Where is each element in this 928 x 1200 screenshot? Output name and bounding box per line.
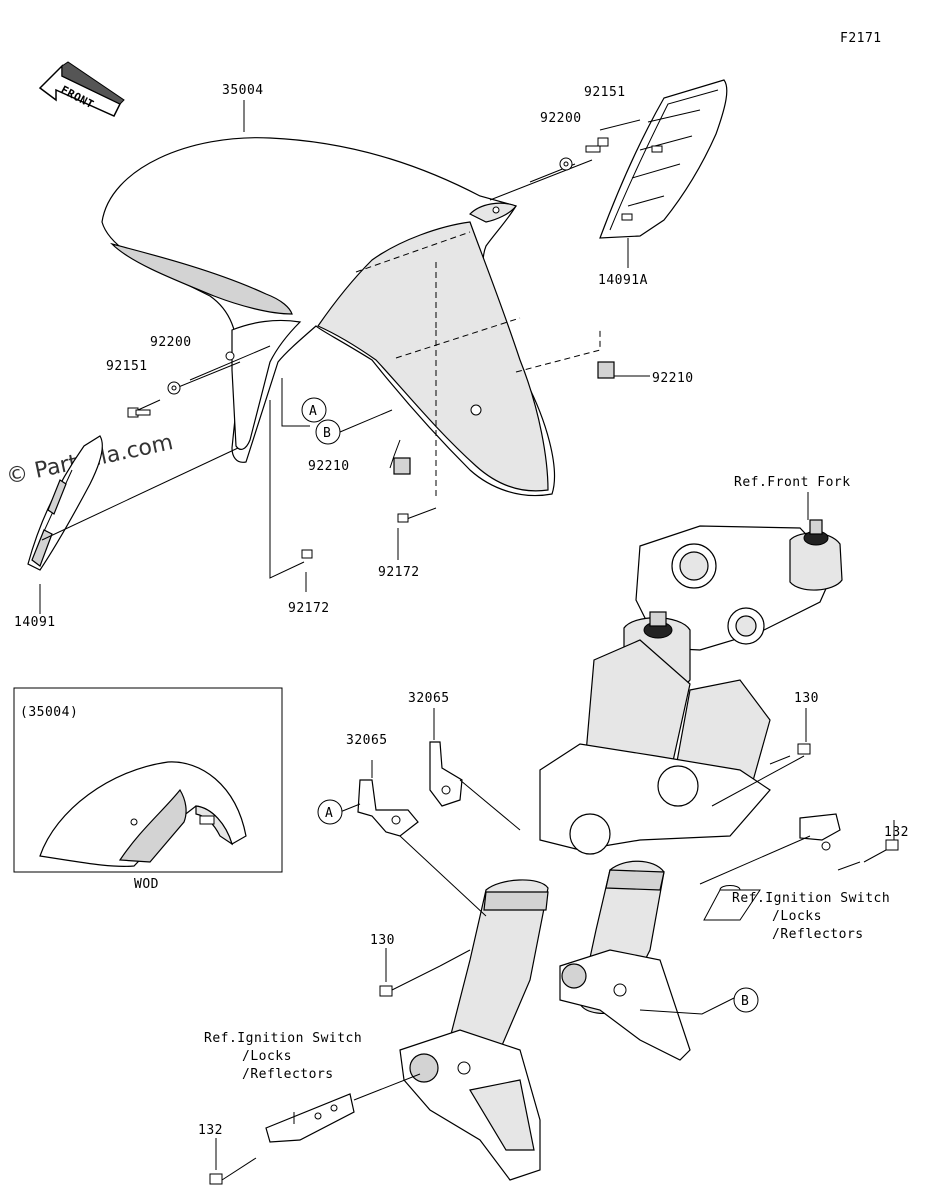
bolt-92151-top-icon — [585, 137, 609, 153]
label-92151-left: 92151 — [106, 359, 148, 374]
ref-ignition-left-3: /Reflectors — [242, 1067, 334, 1082]
ref-ignition-right-1: Ref.Ignition Switch — [732, 891, 890, 906]
label-130-left: 130 — [370, 933, 395, 948]
label-35004: 35004 — [222, 83, 264, 98]
label-92200-top: 92200 — [540, 111, 582, 126]
front-fender-drawing — [101, 137, 555, 497]
clip-92210-right-icon — [597, 361, 615, 379]
label-92151-top: 92151 — [584, 85, 626, 100]
cover-14091A-drawing — [599, 79, 728, 239]
label-14091: 14091 — [14, 615, 56, 630]
inset-fender-drawing — [39, 761, 247, 867]
label-92200-left: 92200 — [150, 335, 192, 350]
label-92172-mid: 92172 — [378, 565, 420, 580]
bracket-ignition-left-icon — [265, 1093, 355, 1143]
svg-text:B: B — [323, 426, 331, 441]
clip-92210-mid-icon — [393, 457, 411, 475]
svg-text:B: B — [741, 994, 749, 1009]
callout-a-upper: A — [301, 397, 327, 423]
ref-front-fork: Ref.Front Fork — [734, 475, 851, 490]
label-132-right: 132 — [884, 825, 909, 840]
bolt-132-left-icon — [209, 1157, 257, 1185]
label-14091A: 14091A — [598, 273, 648, 288]
label-92172-low: 92172 — [288, 601, 330, 616]
wod-inset-box — [13, 687, 283, 873]
label-32065-b: 32065 — [408, 691, 450, 706]
bracket-ignition-right-icon — [799, 813, 841, 851]
label-132-left: 132 — [198, 1123, 223, 1138]
bracket-32065-a-icon — [357, 779, 419, 837]
label-92210-mid: 92210 — [308, 459, 350, 474]
callout-b-lower: B — [733, 987, 759, 1013]
svg-text:A: A — [325, 806, 333, 821]
bolt-92151-left-icon — [127, 407, 151, 418]
inset-caption: WOD — [134, 877, 159, 892]
bracket-32065-b-icon — [429, 741, 463, 807]
ref-ignition-right-2: /Locks — [772, 909, 822, 924]
figure-code: F2171 — [840, 31, 882, 46]
ref-ignition-left-1: Ref.Ignition Switch — [204, 1031, 362, 1046]
label-92210-right: 92210 — [652, 371, 694, 386]
callout-a-lower: A — [317, 799, 343, 825]
screw-92172-mid-icon — [397, 513, 409, 523]
screw-92172-low-icon — [301, 549, 313, 559]
ref-ignition-right-3: /Reflectors — [772, 927, 864, 942]
label-32065-a: 32065 — [346, 733, 388, 748]
bolt-132-right-icon — [863, 839, 899, 863]
label-130-right: 130 — [794, 691, 819, 706]
ref-ignition-left-2: /Locks — [242, 1049, 292, 1064]
bolt-130-left-icon — [379, 965, 441, 997]
inset-part-ref: (35004) — [20, 705, 78, 720]
front-arrow-icon: FRONT — [38, 61, 125, 117]
cover-14091-drawing — [27, 435, 103, 571]
svg-text:A: A — [309, 404, 317, 419]
bolt-130-right-icon — [769, 743, 811, 765]
front-fork-drawing — [399, 519, 843, 1181]
callout-b-upper: B — [315, 419, 341, 445]
